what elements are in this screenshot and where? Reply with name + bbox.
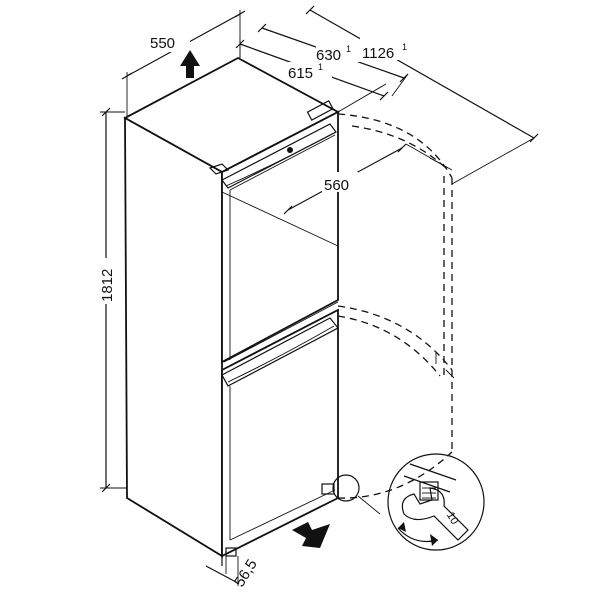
body-depth-label: 615 bbox=[288, 65, 313, 82]
upper-door-handle bbox=[221, 100, 337, 189]
total-depth-label: 1126 bbox=[362, 45, 394, 62]
door-swing-outline bbox=[337, 113, 455, 499]
door-depth-dimension: 630 1 bbox=[257, 23, 409, 97]
door-depth-label: 630 bbox=[316, 47, 341, 64]
foot-detail-callout: 10 bbox=[332, 453, 485, 551]
height-dimension: 1812 bbox=[96, 107, 127, 493]
height-label: 1812 bbox=[99, 269, 116, 302]
door-hinge-top bbox=[208, 163, 230, 175]
side-clearance-dimension: 56,5 bbox=[205, 548, 261, 590]
width-label: 550 bbox=[150, 35, 175, 52]
body-depth-dimension: 615 1 bbox=[235, 38, 389, 113]
total-depth-note: 1 bbox=[402, 42, 407, 52]
total-depth-dimension: 1126 1 bbox=[305, 5, 539, 185]
lower-door-handle bbox=[221, 301, 339, 387]
side-clearance-label: 56,5 bbox=[231, 556, 261, 590]
up-arrow-icon bbox=[180, 50, 200, 78]
fridge-body bbox=[123, 56, 340, 566]
width-dimension: 550 bbox=[121, 10, 246, 118]
svg-text:10: 10 bbox=[444, 510, 461, 527]
door-opening-label: 560 bbox=[324, 177, 349, 194]
door-depth-note: 1 bbox=[346, 44, 351, 54]
right-arrow-icon bbox=[292, 522, 330, 548]
door-opening-dimension: 560 bbox=[221, 143, 449, 247]
body-depth-note: 1 bbox=[318, 62, 323, 72]
